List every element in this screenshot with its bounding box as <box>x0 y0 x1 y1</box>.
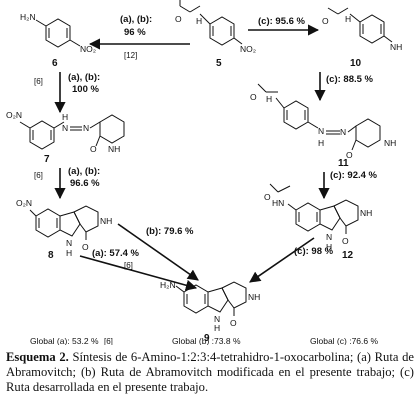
arrow-7-8-yield: 96.6 % <box>70 178 100 189</box>
nitro-label: NO₂ <box>240 44 256 54</box>
arrow-11-12-conditions: (c): 92.4 % <box>330 170 378 181</box>
nh-h-label: H <box>196 16 202 26</box>
amide-nh-label: HN <box>272 198 284 208</box>
carbonyl-o-label: O <box>322 16 329 26</box>
nitro-label: O₂N <box>6 110 22 120</box>
arrow-8-9-a-ref: [6] <box>124 261 133 270</box>
global-yield-a-ref: [6] <box>104 337 113 345</box>
arrow-8-to-9-a <box>79 255 198 291</box>
figure-caption: Esquema 2. Síntesis de 6-Amino-1:2:3:4-t… <box>6 350 414 395</box>
arrow-5-6-conditions: (a), (b): <box>120 14 152 25</box>
arrow-7-8-ref: [6] <box>34 171 43 180</box>
compound-10-label: 10 <box>350 58 362 69</box>
indole-n-label: N <box>66 238 72 248</box>
nh-h-label: H <box>345 14 351 24</box>
indole-n-label: N <box>326 232 332 242</box>
hydrazone-n1-label: N <box>318 126 324 136</box>
nh-h-label: H <box>318 138 324 148</box>
arrow-8-to-9-b <box>117 223 199 281</box>
compound-12-label: 12 <box>342 250 354 261</box>
global-yield-c: Global (c) :76.6 % <box>310 336 378 345</box>
caption-label: Esquema 2. <box>6 350 69 364</box>
lactam-nh-label: NH <box>360 208 372 218</box>
arrow-5-6-yield: 96 % <box>124 27 146 38</box>
arrow-6-7-ref: [6] <box>34 77 43 86</box>
lactam-nh-label: NH <box>108 144 120 154</box>
global-yield-a: Global (a): 53.2 % <box>30 336 99 345</box>
indole-n-label: N <box>214 314 220 324</box>
compound-8-structure: O₂N N H NH O <box>16 198 112 258</box>
carbonyl-o-label: O <box>250 92 257 102</box>
compound-6-label: 6 <box>52 58 58 69</box>
indole-h-label: H <box>66 248 72 258</box>
carbonyl-o-label: O <box>175 14 182 24</box>
arrow-5-10-conditions: (c): 95.6 % <box>258 16 306 27</box>
compound-11-structure: O H N H N O NH <box>250 83 396 160</box>
nh-h-label: H <box>266 94 272 104</box>
compound-12-structure: O HN N H NH O <box>264 183 372 252</box>
arrow-10-11-conditions: (c): 88.5 % <box>326 74 374 85</box>
compound-9-structure: H₂N N H NH O <box>160 280 260 333</box>
global-yield-b: Global (b) :73.8 % <box>172 336 241 345</box>
arrow-12-9-conditions: (c): 98 % <box>294 246 334 257</box>
arrow-12-to-9 <box>249 237 315 283</box>
compound-11-label: 11 <box>338 158 349 169</box>
carbonyl-o-label: O <box>346 150 353 160</box>
reaction-scheme: H₂N NO₂ 6 O H NO₂ 5 O H NH 10 (a), <box>6 0 402 345</box>
arrow-6-7-yield: 100 % <box>72 84 99 95</box>
hydrazone-n1-label: N <box>62 123 68 133</box>
compound-10-structure: O H NH <box>322 7 402 52</box>
nitro-label: O₂N <box>16 198 32 208</box>
arrow-6-7-conditions: (a), (b): <box>68 72 100 83</box>
arrow-5-6-ref: [12] <box>124 51 137 60</box>
amine-label: NH <box>390 42 402 52</box>
compound-8-label: 8 <box>48 250 54 261</box>
arrow-8-9-b-conditions: (b): 79.6 % <box>146 226 194 237</box>
carbonyl-o-label: O <box>342 236 349 246</box>
indole-h-label: H <box>326 242 332 252</box>
arrow-8-9-a-conditions: (a): 57.4 % <box>92 248 140 259</box>
indole-h-label: H <box>214 323 220 333</box>
amine-label: H₂N <box>20 12 36 22</box>
hydrazone-n2-label: N <box>83 123 89 133</box>
carbonyl-o-label: O <box>82 242 89 252</box>
arrow-7-8-conditions: (a), (b): <box>68 166 100 177</box>
lactam-nh-label: NH <box>100 216 112 226</box>
nh-h-label: H <box>62 112 68 122</box>
amine-label: H₂N <box>160 280 176 290</box>
lactam-nh-label: NH <box>384 138 396 148</box>
caption-text: Síntesis de 6-Amino-1:2:3:4-tetrahidro-1… <box>6 350 415 394</box>
compound-7-label: 7 <box>44 154 50 165</box>
compound-6-structure: H₂N NO₂ <box>20 12 96 54</box>
compound-5-label: 5 <box>216 58 222 69</box>
compound-7-structure: O₂N H N N O NH <box>6 110 125 154</box>
carbonyl-o-label: O <box>90 144 97 154</box>
carbonyl-o-label: O <box>230 318 237 328</box>
lactam-nh-label: NH <box>248 292 260 302</box>
carbonyl-o-label: O <box>264 192 271 202</box>
compound-5-structure: O H NO₂ <box>175 0 256 54</box>
nitro-label: NO₂ <box>80 44 96 54</box>
hydrazone-n2-label: N <box>340 127 346 137</box>
compound-9-label: 9 <box>204 333 210 344</box>
